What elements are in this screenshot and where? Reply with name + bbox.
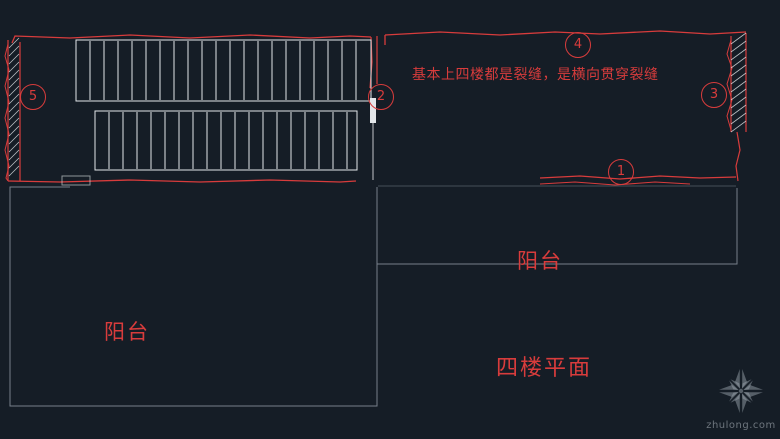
- crack-marker-1: 1: [608, 159, 634, 185]
- stairs-upper-treads: [89, 41, 357, 100]
- left-unit-top-wall: [11, 34, 372, 44]
- left-unit-outline: [4, 34, 378, 186]
- balcony-upper-outline: [377, 188, 738, 265]
- crack-marker-4: 4: [565, 32, 591, 58]
- stairs-upper-outline: [75, 39, 372, 102]
- right-unit-outline: [378, 30, 747, 187]
- stairs-lower-treads: [108, 112, 348, 169]
- plan-title: 四楼平面: [496, 356, 593, 381]
- crack-marker-3: 3: [701, 82, 727, 108]
- crack-note-text: 基本上四楼都是裂缝，是横向贯穿裂缝: [412, 67, 659, 83]
- crack-marker-2: 2: [368, 84, 394, 110]
- balcony-label-lower: 阳台: [104, 320, 150, 344]
- stairs-lower-outline: [94, 110, 358, 171]
- balcony-label-upper: 阳台: [517, 249, 563, 273]
- crack-line-2: [539, 181, 691, 186]
- door-detail: [61, 175, 91, 186]
- right-wall-crack: [726, 39, 733, 131]
- stairs-lower-flight: [94, 110, 358, 171]
- left-unit-bottom-wall: [7, 179, 357, 183]
- right-wall-lower: [735, 131, 741, 182]
- watermark-logo: [719, 369, 763, 413]
- left-wall-edges: [7, 40, 21, 181]
- watermark-text: zhulong.com: [706, 420, 776, 431]
- left-wall-hatch: [8, 37, 20, 177]
- balcony-lower-outline: [9, 186, 378, 407]
- crack-marker-5: 5: [20, 84, 46, 110]
- left-wall-crack: [4, 43, 10, 182]
- stairs-upper-flight: [75, 39, 372, 102]
- balcony-outlines: [9, 186, 738, 407]
- right-wall-hatch: [730, 32, 747, 133]
- crack-line-1: [539, 175, 737, 180]
